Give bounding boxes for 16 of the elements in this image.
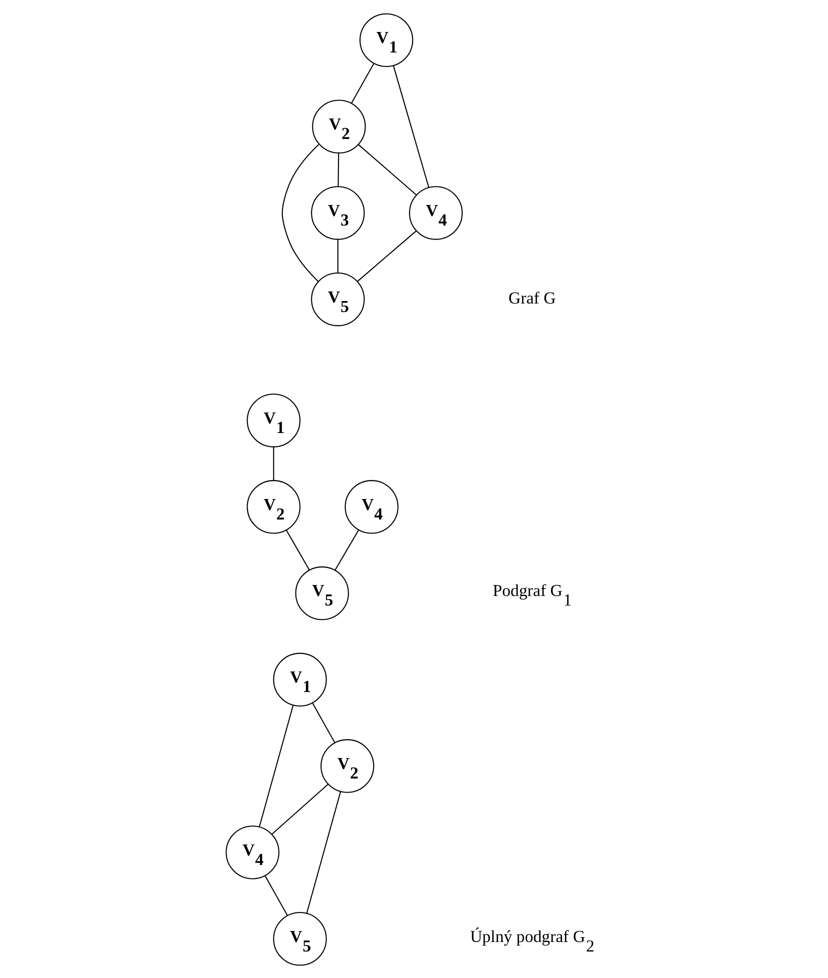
connector xyxy=(392,65,430,188)
connector xyxy=(258,704,294,827)
connector xyxy=(286,529,310,570)
connector xyxy=(351,63,374,103)
connector xyxy=(312,702,336,742)
connector xyxy=(334,529,360,570)
connector xyxy=(264,875,288,916)
connector xyxy=(306,790,342,913)
connector xyxy=(358,144,417,195)
label: Graf G xyxy=(508,288,556,307)
connector xyxy=(273,446,274,480)
connector xyxy=(357,230,416,282)
connector xyxy=(338,152,340,186)
connector xyxy=(282,144,320,282)
connector xyxy=(271,783,329,834)
connector xyxy=(337,238,338,272)
